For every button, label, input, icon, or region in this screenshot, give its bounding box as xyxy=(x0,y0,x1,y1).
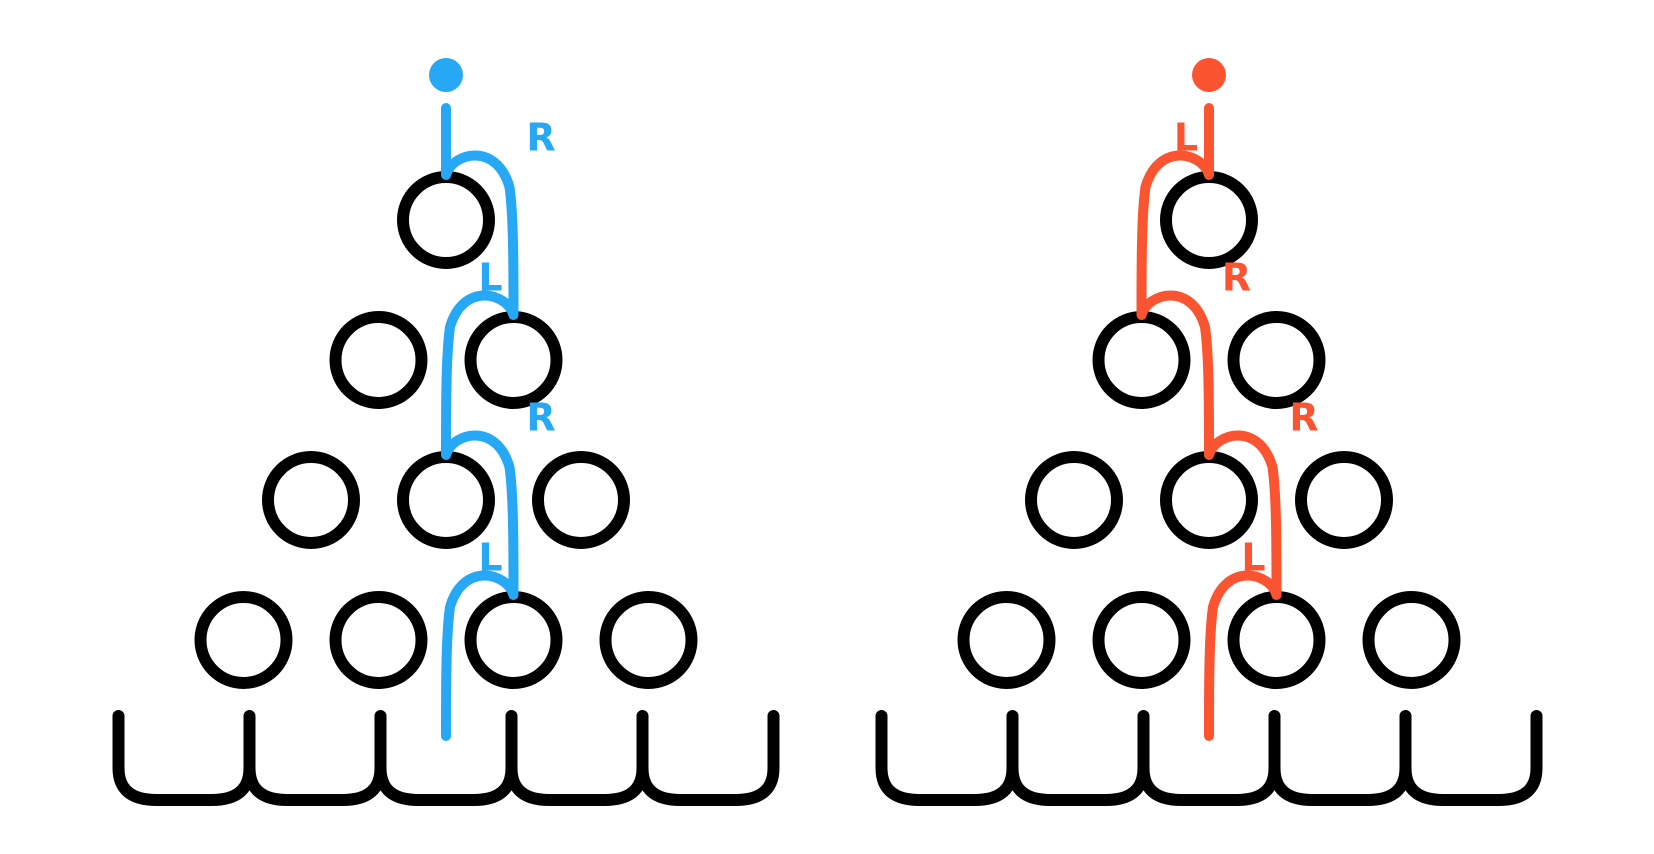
peg xyxy=(397,171,495,269)
peg xyxy=(532,451,630,549)
peg xyxy=(329,591,428,689)
peg xyxy=(1227,311,1326,409)
ball xyxy=(1192,58,1226,92)
peg xyxy=(1160,451,1258,549)
peg xyxy=(1295,451,1393,549)
peg xyxy=(397,451,495,549)
peg xyxy=(1160,171,1258,269)
peg xyxy=(464,311,563,409)
peg xyxy=(1092,591,1191,689)
peg xyxy=(464,591,563,689)
collection-bins xyxy=(875,710,1543,806)
direction-label: R xyxy=(526,396,555,440)
collection-bins xyxy=(112,710,780,806)
peg xyxy=(1227,591,1326,689)
peg xyxy=(599,591,698,689)
ball-trajectory xyxy=(441,103,519,741)
peg xyxy=(957,591,1056,689)
peg xyxy=(329,311,428,409)
direction-label: R xyxy=(526,116,555,160)
peg xyxy=(1092,311,1191,409)
ball-trajectory xyxy=(1136,103,1282,741)
peg xyxy=(1025,451,1123,549)
ball xyxy=(429,58,463,92)
direction-label: R xyxy=(1289,396,1318,440)
direction-label: R xyxy=(1222,256,1251,300)
peg xyxy=(262,451,360,549)
peg xyxy=(1362,591,1461,689)
peg xyxy=(194,591,293,689)
